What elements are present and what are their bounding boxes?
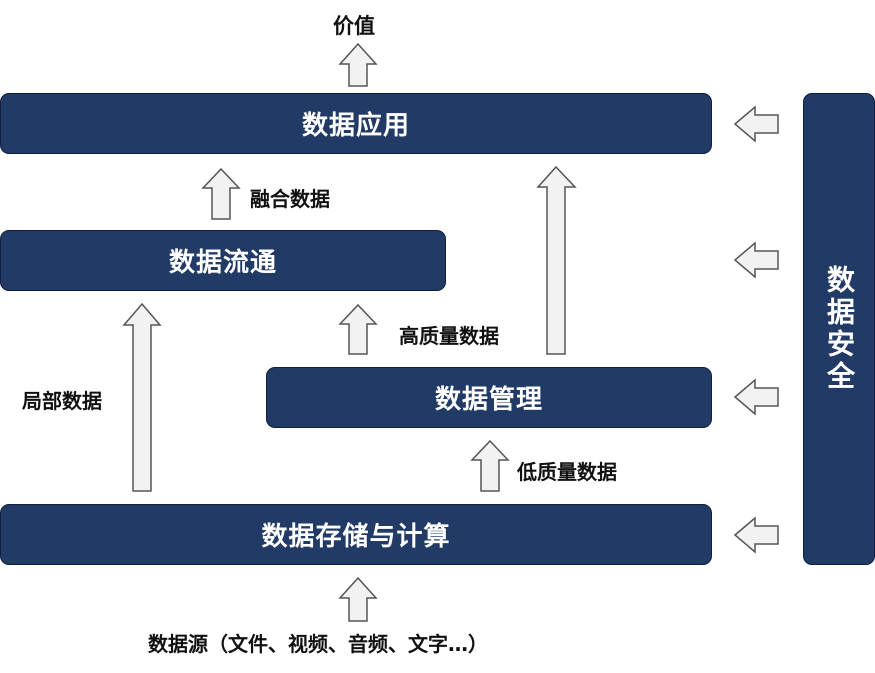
local-data-label: 局部数据 (22, 389, 102, 413)
data-application-box: 数据应用 (0, 93, 712, 154)
high-quality-data-label: 高质量数据 (399, 324, 499, 348)
left-arrow-security-to-storage (733, 516, 779, 554)
data-security-box: 数据安全 (803, 93, 875, 565)
data-management-label: 数据管理 (434, 385, 543, 415)
up-arrow-from-data-source (338, 576, 378, 622)
up-arrow-local-data (122, 302, 162, 492)
data-security-label: 数据安全 (823, 265, 856, 393)
up-arrow-high-quality-data (338, 303, 378, 355)
up-arrow-management-to-application (536, 165, 577, 355)
data-circulation-label: 数据流通 (168, 248, 277, 278)
up-arrow-to-value (338, 42, 378, 87)
left-arrow-security-to-management (733, 378, 779, 416)
fused-data-label: 融合数据 (250, 187, 330, 211)
value-label: 价值 (333, 14, 375, 38)
up-arrow-low-quality-data (470, 439, 510, 492)
data-circulation-box: 数据流通 (0, 230, 446, 291)
left-arrow-security-to-circulation (733, 241, 779, 279)
data-storage-computing-label: 数据存储与计算 (261, 522, 451, 552)
up-arrow-fused-data (201, 167, 241, 220)
left-arrow-security-to-application (733, 105, 779, 143)
data-application-label: 数据应用 (301, 111, 410, 141)
data-source-label: 数据源（文件、视频、音频、文字…） (148, 632, 488, 656)
data-management-box: 数据管理 (266, 367, 712, 428)
low-quality-data-label: 低质量数据 (517, 460, 617, 484)
data-storage-computing-box: 数据存储与计算 (0, 504, 712, 565)
